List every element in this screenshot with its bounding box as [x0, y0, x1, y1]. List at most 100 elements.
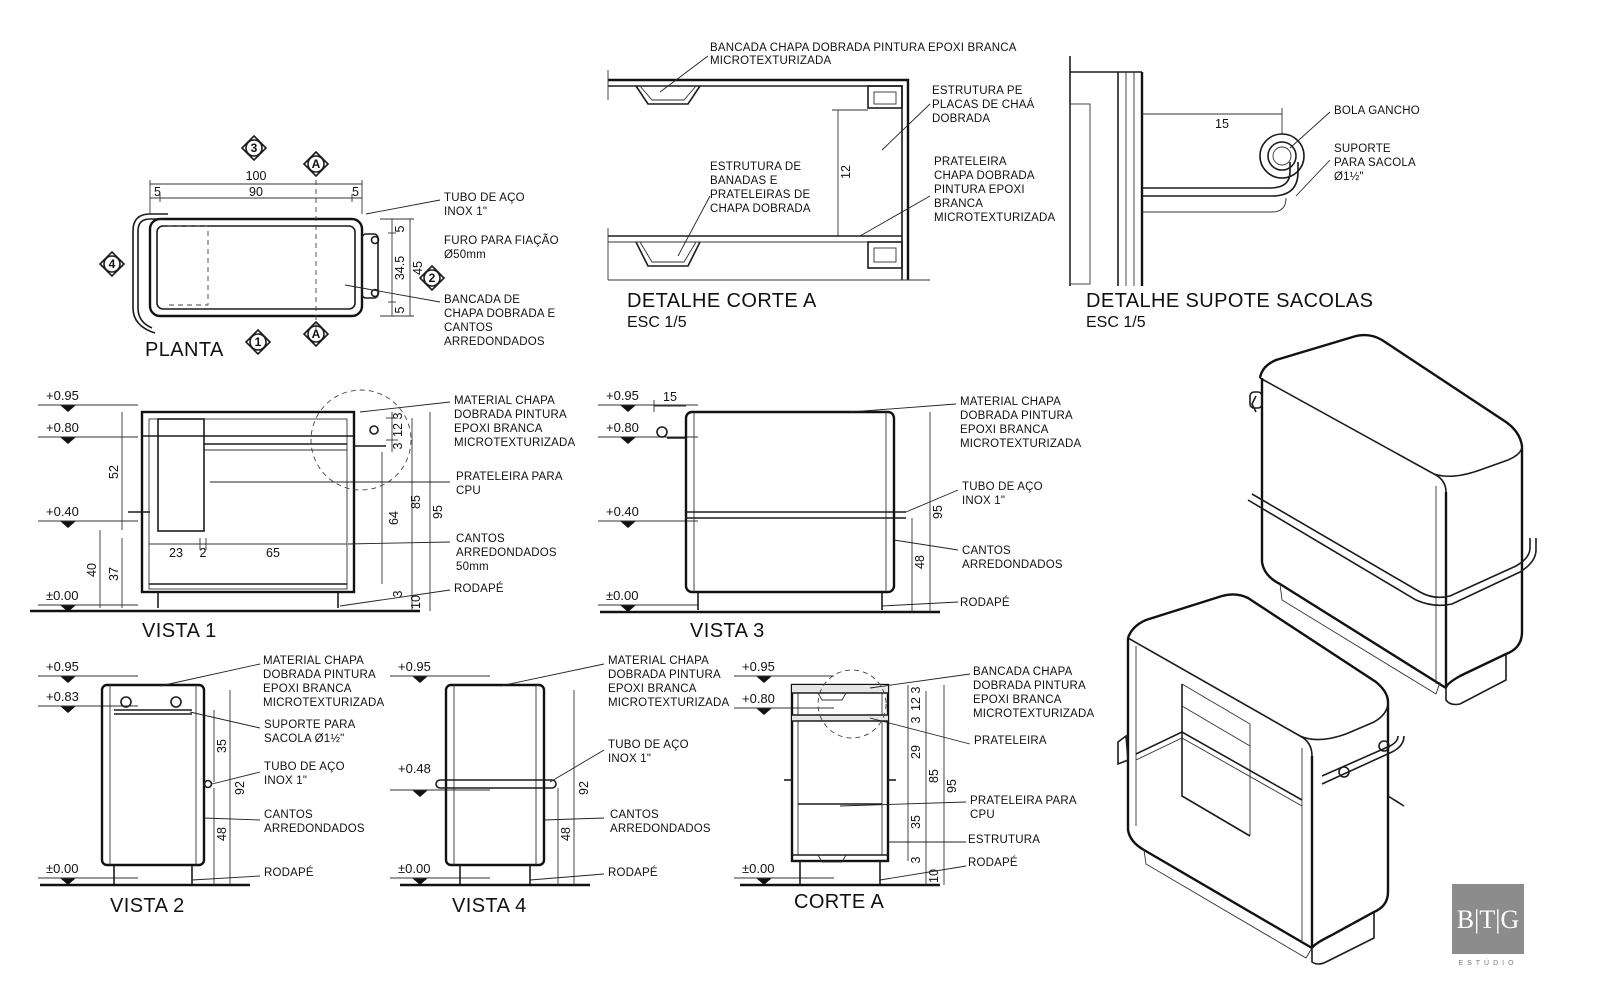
- vista1-dim-23: 23: [169, 546, 183, 560]
- vista1-note-material-4: MICROTEXTURIZADA: [454, 437, 576, 449]
- vista1-level-080: +0.80: [46, 420, 79, 435]
- vista4-level-000: ±0.00: [398, 861, 430, 876]
- corteA-dim-35: 35: [909, 815, 923, 829]
- vista4-tube-handle: [435, 779, 557, 789]
- corteA-note-rodape: RODAPÉ: [968, 856, 1018, 869]
- vista2-note-material-2: DOBRADA PINTURA: [263, 669, 376, 681]
- corte-det-note-estrutura-ban-4: CHAPA DOBRADA: [710, 203, 811, 215]
- planta-dim-34-5: 34.5: [393, 256, 407, 280]
- isometric-open-cabinet: [1117, 593, 1405, 965]
- vista2-note-suporte-2: SACOLA Ø1½": [264, 733, 344, 745]
- vista1-note-rodape: RODAPÉ: [454, 582, 504, 595]
- svg-text:1: 1: [255, 335, 262, 349]
- vista1-dim-40: 40: [85, 563, 99, 577]
- vista4-note-material-3: EPOXI BRANCA: [608, 683, 697, 695]
- vista3-note-tubo-2: INOX 1": [962, 495, 1005, 507]
- vista4-dim-48: 48: [559, 827, 573, 841]
- sacola-det-scale: ESC 1/5: [1086, 314, 1146, 331]
- planta-note-tubo-2: INOX 1": [444, 206, 487, 218]
- vista3-note-cantos-1: CANTOS: [962, 545, 1011, 557]
- svg-text:2: 2: [429, 271, 436, 285]
- corteA-note-bancada-2: DOBRADA PINTURA: [973, 680, 1086, 692]
- vista1-note-cantos-1: CANTOS: [456, 533, 505, 545]
- corte-det-note-bancada-2: MICROTEXTURIZADA: [710, 55, 832, 67]
- vista4-note-tubo-1: TUBO DE AÇO: [608, 739, 689, 751]
- corteA-dim-3-mid: 3: [909, 716, 923, 723]
- corte-det-note-prateleira-3: PINTURA EPOXI: [934, 184, 1025, 196]
- vista1-dim-37: 37: [107, 567, 121, 581]
- vista4-title: VISTA 4: [452, 895, 527, 917]
- vista1-dim-2: 2: [200, 546, 207, 560]
- vista3-cabinet-outline: [684, 410, 896, 594]
- vista2-note-suporte-1: SUPORTE PARA: [264, 719, 356, 731]
- vista1-note-material-2: DOBRADA PINTURA: [454, 409, 567, 421]
- planta-dim-100: 100: [246, 169, 267, 183]
- planta-note-bancada-4: ARREDONDADOS: [444, 336, 545, 348]
- corteA-level-000: ±0.00: [742, 861, 774, 876]
- vista3-note-cantos-2: ARREDONDADOS: [962, 559, 1063, 571]
- sacola-det-note-bola: BOLA GANCHO: [1334, 105, 1420, 117]
- vista4-note-cantos-2: ARREDONDADOS: [610, 823, 711, 835]
- vista2-cabinet-outline: [100, 683, 206, 867]
- vista2-dim-48: 48: [215, 827, 229, 841]
- corteA-dim-29: 29: [909, 745, 923, 759]
- corteA-note-prateleira-cpu-1: PRATELEIRA PARA: [970, 795, 1077, 807]
- corte-det-note-estrutura-pe-2: PLACAS DE CHAÁ: [932, 98, 1035, 111]
- vista1-dim-65: 65: [266, 546, 280, 560]
- vista1-dim-3-top: 3: [391, 412, 405, 419]
- corteA-title: CORTE A: [794, 891, 884, 913]
- vista1-note-cantos-2: ARREDONDADOS: [456, 547, 557, 559]
- vista4-dim-92: 92: [577, 781, 591, 795]
- vista1-dim-85: 85: [409, 495, 423, 509]
- vista1-dim-12: 12: [391, 423, 405, 437]
- vista4-note-material-1: MATERIAL CHAPA: [608, 655, 709, 667]
- corte-det-note-estrutura-ban-1: ESTRUTURA DE: [710, 161, 801, 173]
- vista4-note-material-4: MICROTEXTURIZADA: [608, 697, 730, 709]
- vista3-dim-48: 48: [913, 555, 927, 569]
- svg-text:A: A: [312, 327, 321, 341]
- planta-dim-5-left: 5: [154, 185, 161, 199]
- bola-gancho-ball: [1259, 133, 1305, 179]
- planta-tag-4: 4: [98, 250, 126, 278]
- corte-det-note-prateleira-5: MICROTEXTURIZADA: [934, 212, 1056, 224]
- vista-3: +0.95 +0.80 +0.40 ±0.00 15 95 48 MATERIA…: [597, 388, 1082, 642]
- vista1-level-000: ±0.00: [46, 588, 78, 603]
- corte-det-note-estrutura-pe-3: DOBRADA: [932, 113, 990, 125]
- vista1-dim-3-mid: 3: [391, 442, 405, 449]
- vista1-level-040: +0.40: [46, 504, 79, 519]
- sacola-det-note-suporte-2: PARA SACOLA: [1334, 157, 1416, 169]
- sacola-det-title: DETALHE SUPOTE SACOLAS: [1086, 290, 1373, 312]
- planta-dim-5-top: 5: [393, 225, 407, 232]
- corteA-note-bancada-4: MICROTEXTURIZADA: [973, 708, 1095, 720]
- vista4-note-cantos-1: CANTOS: [610, 809, 659, 821]
- vista2-level-083: +0.83: [46, 689, 79, 704]
- svg-text:3: 3: [251, 141, 258, 155]
- sacola-det-note-suporte-3: Ø1½": [1334, 171, 1364, 183]
- isometric-closed-cabinet: [1247, 333, 1537, 706]
- vista2-note-rodape: RODAPÉ: [264, 866, 314, 879]
- planta-note-bancada-3: CANTOS: [444, 322, 493, 334]
- detalhe-corte-a: 12 BANCADA CHAPA DOBRADA PINTURA EPOXI B…: [607, 42, 1056, 331]
- corteA-dim-95: 95: [945, 779, 959, 793]
- vista3-note-rodape: RODAPÉ: [960, 596, 1010, 609]
- vista2-level-095: +0.95: [46, 659, 79, 674]
- vista3-note-material-4: MICROTEXTURIZADA: [960, 438, 1082, 450]
- corteA-dim-12: 12: [909, 697, 923, 711]
- corteA-note-estrutura: ESTRUTURA: [968, 834, 1040, 846]
- vista2-note-material-1: MATERIAL CHAPA: [263, 655, 364, 667]
- vista1-dim-3-bottom: 3: [391, 590, 405, 597]
- vista1-note-material-3: EPOXI BRANCA: [454, 423, 543, 435]
- corte-det-note-prateleira-1: PRATELEIRA: [934, 156, 1007, 168]
- sacola-det-dim-15: 15: [1215, 117, 1229, 131]
- vista3-level-040: +0.40: [606, 504, 639, 519]
- vista4-note-material-2: DOBRADA PINTURA: [608, 669, 721, 681]
- corteA-detail-circle: [817, 669, 887, 739]
- svg-text:4: 4: [109, 257, 116, 271]
- vista3-note-material-1: MATERIAL CHAPA: [960, 396, 1061, 408]
- corteA-section-outline: [790, 683, 890, 863]
- vista3-note-tubo-1: TUBO DE AÇO: [962, 481, 1043, 493]
- planta-dim-90: 90: [249, 185, 263, 199]
- vista-2: +0.95 +0.83 ±0.00 35 92 48 MATERIAL CHAP…: [37, 655, 384, 917]
- vista2-note-tubo-1: TUBO DE AÇO: [264, 761, 345, 773]
